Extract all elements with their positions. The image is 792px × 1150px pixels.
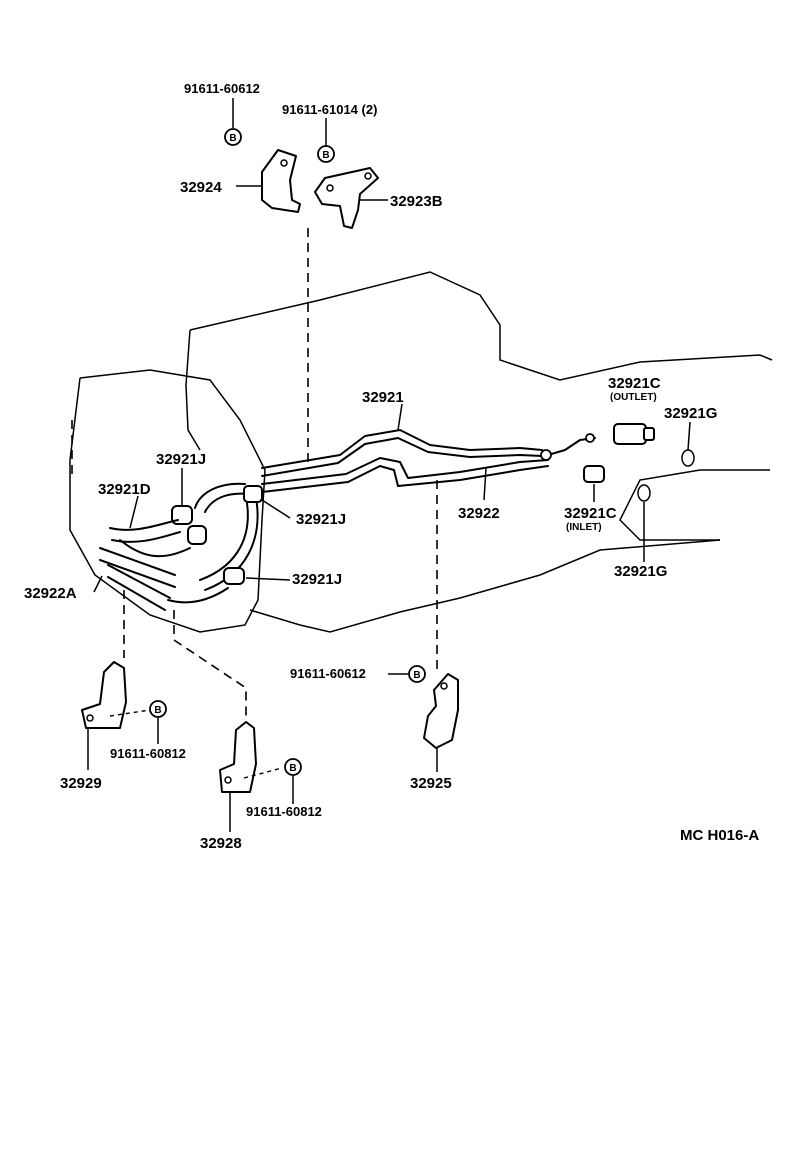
cooler-tubes <box>99 519 229 611</box>
bracket-icon <box>314 167 379 229</box>
part-label-32921C-outlet: 32921C <box>608 375 661 392</box>
cooler-hoses <box>171 482 263 591</box>
bracket-32928 <box>219 721 257 793</box>
part-label-32928: 32928 <box>200 835 242 852</box>
inlet-note: (INLET) <box>566 522 602 533</box>
bracket-32924 <box>261 149 301 213</box>
part-label-32921G-top: 32921G <box>664 405 717 422</box>
svg-text:B: B <box>289 763 296 774</box>
part-label-32925: 32925 <box>410 775 452 792</box>
bolt-icon: B <box>408 665 426 683</box>
o-ring-icon <box>637 484 651 502</box>
bracket-32923B <box>314 167 379 229</box>
outlet-note: (OUTLET) <box>610 392 657 403</box>
part-label-32923B: 32923B <box>390 193 443 210</box>
elbow-fitting-icon <box>613 423 647 445</box>
o-ring-icon <box>681 449 695 467</box>
transmission-outline <box>69 271 773 633</box>
part-labels: 91611-60612 91611-61014 (2) 32924 32923B… <box>24 81 759 852</box>
bolt-icon: B <box>317 145 335 163</box>
bolt-symbols: B B B B B <box>149 128 426 776</box>
fitting-icon <box>585 433 595 443</box>
part-label-32922: 32922 <box>458 505 500 522</box>
bolt-label-32929: 91611-60812 <box>110 746 186 761</box>
hose-clamp-icon <box>223 567 245 585</box>
svg-text:B: B <box>413 670 420 681</box>
clamp-bracket-icon <box>219 721 257 793</box>
bolt-label-32925: 91611-60612 <box>290 666 366 681</box>
svg-text:B: B <box>322 150 329 161</box>
fitting-icon <box>540 449 552 461</box>
hose-clamp-icon <box>243 485 263 503</box>
part-label-32922A: 32922A <box>24 585 77 602</box>
part-label-32921J-mid: 32921J <box>296 511 346 528</box>
part-label-32924: 32924 <box>180 179 222 196</box>
part-label-32921J-low: 32921J <box>292 571 342 588</box>
part-label-32921C-inlet: 32921C <box>564 505 617 522</box>
part-label-32929: 32929 <box>60 775 102 792</box>
svg-text:B: B <box>154 705 161 716</box>
alignment-lines <box>71 228 438 779</box>
inlet-fitting-icon <box>583 465 605 483</box>
bolt-label-32928: 91611-60812 <box>246 804 322 819</box>
diagram-code: MC H016-A <box>680 827 759 844</box>
clip-bracket-icon <box>423 673 459 749</box>
bolt-icon: B <box>149 700 167 718</box>
outlet-fitting <box>613 423 695 467</box>
bolt-icon: B <box>284 758 302 776</box>
inlet-fitting <box>583 465 651 502</box>
bolt-label-top-right: 91611-61014 (2) <box>282 102 377 117</box>
leader-lines <box>87 98 691 832</box>
bracket-32925 <box>423 673 459 749</box>
hose-clamp-icon <box>187 525 207 545</box>
part-label-32921D: 32921D <box>98 481 151 498</box>
part-label-32921J-top: 32921J <box>156 451 206 468</box>
bolt-label-top-left: 91611-60612 <box>184 81 260 96</box>
part-label-32921: 32921 <box>362 389 404 406</box>
oil-cooler-lines <box>261 429 596 493</box>
clamp-bracket-icon <box>81 661 127 729</box>
part-label-32921G-bottom: 32921G <box>614 563 667 580</box>
bracket-icon <box>261 149 301 213</box>
bracket-32929 <box>81 661 127 729</box>
svg-text:B: B <box>229 133 236 144</box>
bolt-icon: B <box>224 128 242 146</box>
